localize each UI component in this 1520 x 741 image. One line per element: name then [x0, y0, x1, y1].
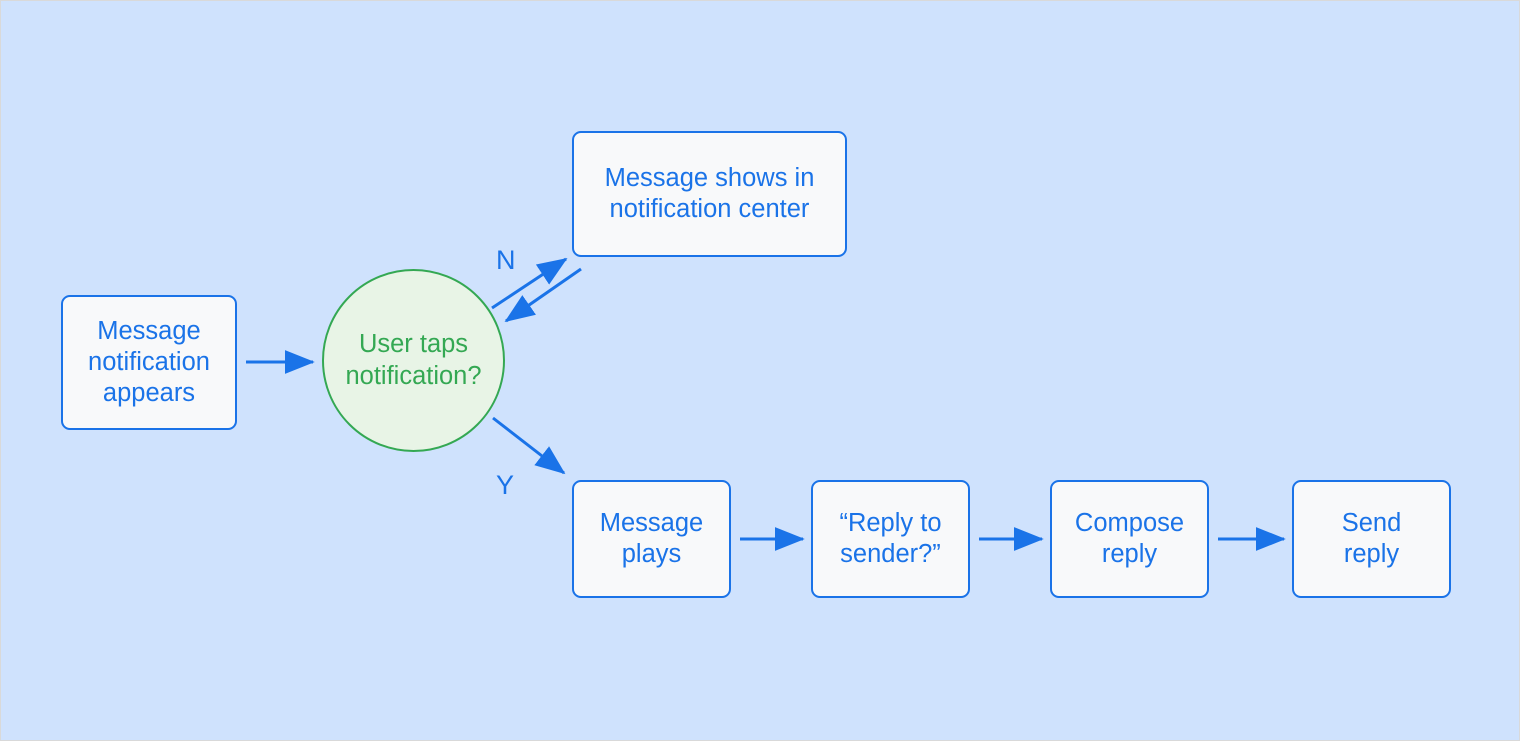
edge-label-no: N — [496, 245, 516, 275]
edge-notification-center-to-decision — [504, 267, 582, 323]
edge-decision-to-message-plays — [492, 416, 566, 475]
edge-label-yes: Y — [496, 470, 515, 500]
